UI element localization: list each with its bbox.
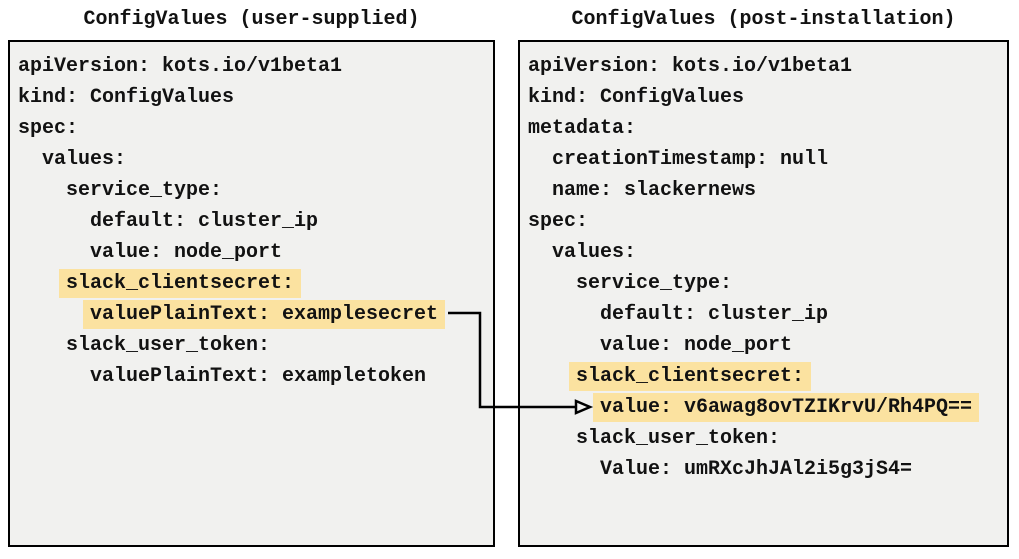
code-line: metadata: xyxy=(528,113,1007,144)
code-text: apiVersion: kots.io/v1beta1 xyxy=(18,55,343,78)
highlighted-code-text: slack_clientsecret: xyxy=(569,362,812,391)
code-line: default: cluster_ip xyxy=(528,299,1007,330)
code-text: default: cluster_ip xyxy=(90,210,319,233)
code-text: values: xyxy=(552,241,637,264)
code-line: valuePlainText: examplesecret xyxy=(18,299,493,330)
code-line: kind: ConfigValues xyxy=(528,82,1007,113)
code-line: valuePlainText: exampletoken xyxy=(18,361,493,392)
code-text: spec: xyxy=(18,117,79,140)
code-line: creationTimestamp: null xyxy=(528,144,1007,175)
code-text: Value: umRXcJhJAl2i5g3jS4= xyxy=(600,458,913,481)
code-line: spec: xyxy=(18,113,493,144)
left-panel: apiVersion: kots.io/v1beta1 kind: ConfigV… xyxy=(8,40,495,547)
right-panel: apiVersion: kots.io/v1beta1 kind: ConfigV… xyxy=(518,40,1009,547)
left-panel-code: apiVersion: kots.io/v1beta1 kind: ConfigV… xyxy=(10,42,493,392)
code-text: slack_user_token: xyxy=(66,334,271,357)
code-line: value: node_port xyxy=(528,330,1007,361)
code-line: service_type: xyxy=(528,268,1007,299)
code-line: apiVersion: kots.io/v1beta1 xyxy=(528,51,1007,82)
code-text: kind: ConfigValues xyxy=(18,86,235,109)
code-text: service_type: xyxy=(576,272,733,295)
code-line: Value: umRXcJhJAl2i5g3jS4= xyxy=(528,454,1007,485)
code-line: slack_clientsecret: xyxy=(528,361,1007,392)
code-line: default: cluster_ip xyxy=(18,206,493,237)
left-panel-title: ConfigValues (user-supplied) xyxy=(83,8,420,31)
code-line: kind: ConfigValues xyxy=(18,82,493,113)
code-text: valuePlainText: exampletoken xyxy=(90,365,427,388)
code-line: slack_clientsecret: xyxy=(18,268,493,299)
code-text: service_type: xyxy=(66,179,223,202)
code-line: slack_user_token: xyxy=(18,330,493,361)
right-panel-title: ConfigValues (post-installation) xyxy=(571,8,956,31)
code-text: name: slackernews xyxy=(552,179,757,202)
code-text: apiVersion: kots.io/v1beta1 xyxy=(528,55,853,78)
code-line: service_type: xyxy=(18,175,493,206)
code-text: value: node_port xyxy=(90,241,283,264)
code-text: spec: xyxy=(528,210,589,233)
code-line: spec: xyxy=(528,206,1007,237)
code-text: values: xyxy=(42,148,127,171)
right-panel-code: apiVersion: kots.io/v1beta1 kind: ConfigV… xyxy=(520,42,1007,485)
code-text: slack_user_token: xyxy=(576,427,781,450)
highlighted-code-text: valuePlainText: examplesecret xyxy=(83,300,446,329)
code-line: slack_user_token: xyxy=(528,423,1007,454)
code-text: kind: ConfigValues xyxy=(528,86,745,109)
code-line: values: xyxy=(18,144,493,175)
code-line: name: slackernews xyxy=(528,175,1007,206)
code-line: values: xyxy=(528,237,1007,268)
code-text: value: node_port xyxy=(600,334,793,357)
highlighted-code-text: value: v6awag8ovTZIKrvU/Rh4PQ== xyxy=(593,393,980,422)
code-text: metadata: xyxy=(528,117,637,140)
code-line: value: v6awag8ovTZIKrvU/Rh4PQ== xyxy=(528,392,1007,423)
code-line: apiVersion: kots.io/v1beta1 xyxy=(18,51,493,82)
code-text: creationTimestamp: null xyxy=(552,148,829,171)
code-line: value: node_port xyxy=(18,237,493,268)
highlighted-code-text: slack_clientsecret: xyxy=(59,269,302,298)
code-text: default: cluster_ip xyxy=(600,303,829,326)
